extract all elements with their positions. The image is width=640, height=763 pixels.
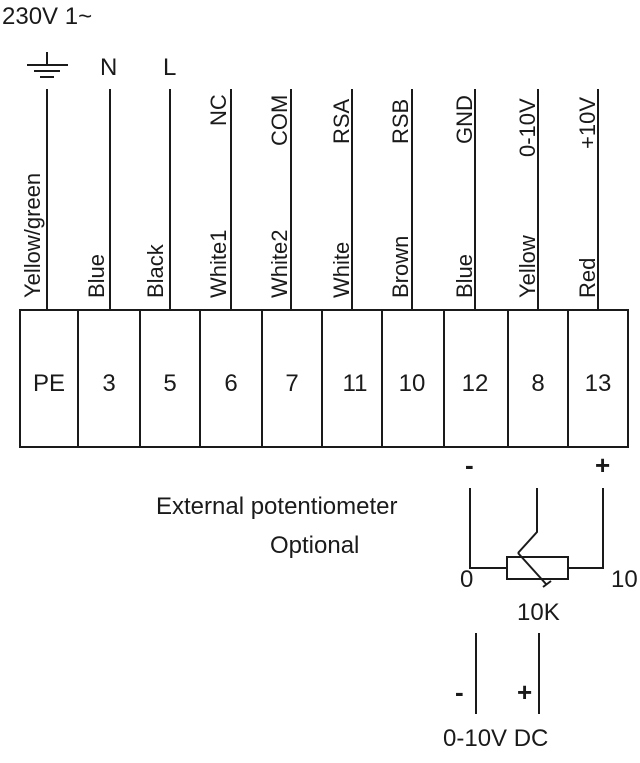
dc-input-leads <box>475 633 540 714</box>
dc-input-label: 0-10V DC <box>443 725 548 752</box>
wire-label-red: Red <box>575 258 600 298</box>
terminal-6: 6 <box>224 370 237 397</box>
wire-label-black: Black <box>143 243 168 298</box>
terminal-12: 12 <box>462 370 489 397</box>
live-label: L <box>163 54 176 81</box>
terminal-11: 11 <box>343 370 368 397</box>
pot-plus-sign: + <box>595 450 610 480</box>
potentiometer-icon <box>506 552 569 588</box>
terminal-pe: PE <box>33 370 65 397</box>
signal-label-rsb: RSB <box>388 99 413 144</box>
pot-value: 10K <box>517 599 560 626</box>
signal-label-com: COM <box>267 95 292 146</box>
ground-icon <box>27 52 68 78</box>
terminal-10: 10 <box>399 370 426 397</box>
pot-caption-line1: External potentiometer <box>156 493 397 520</box>
wire-leads <box>46 89 599 310</box>
pot-minus-sign: - <box>465 450 474 480</box>
pot-end-ten: 10 <box>611 566 638 593</box>
pot-caption-line2: Optional <box>270 532 359 559</box>
signal-label-gnd: GND <box>452 95 477 144</box>
terminal-block <box>19 309 629 448</box>
dc-minus-sign: - <box>455 677 464 707</box>
pot-end-zero: 0 <box>460 566 473 593</box>
wire-label-brown: Brown <box>388 236 413 298</box>
signal-label-plus10v: +10V <box>575 97 600 149</box>
wire-label-white: White <box>329 242 354 298</box>
dc-plus-sign: + <box>517 677 532 707</box>
wire-label-blue: Blue <box>84 254 109 298</box>
potentiometer-wiring <box>469 488 604 569</box>
terminal-3: 3 <box>102 370 115 397</box>
neutral-label: N <box>100 54 117 81</box>
signal-label-nc: NC <box>206 94 231 126</box>
terminal-numbers: PE 3 5 6 7 11 10 12 8 13 <box>33 370 611 397</box>
supply-title: 230V 1~ <box>2 3 92 30</box>
terminal-7: 7 <box>285 370 298 397</box>
terminal-13: 13 <box>585 370 612 397</box>
wire-label-yellow-green: Yellow/green <box>20 173 45 298</box>
terminal-8: 8 <box>531 370 544 397</box>
signal-label-0-10v: 0-10V <box>515 98 540 157</box>
terminal-5: 5 <box>163 370 176 397</box>
wire-label-white2: White2 <box>267 230 292 298</box>
signal-label-rsa: RSA <box>329 98 354 144</box>
wire-label-white1: White1 <box>206 230 231 298</box>
wire-label-yellow: Yellow <box>515 235 540 298</box>
wire-label-blue-2: Blue <box>452 254 477 298</box>
